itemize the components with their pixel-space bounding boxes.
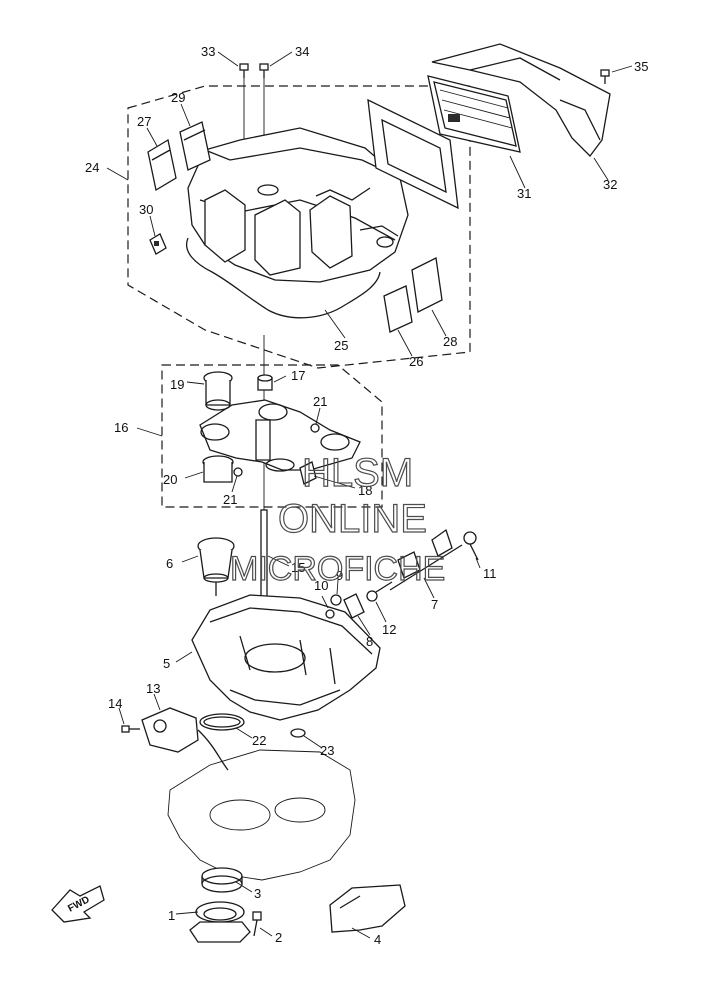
- screw-part-34: [259, 63, 269, 78]
- screw-part-35: [600, 69, 610, 84]
- air-filter-case-part-24: [187, 127, 409, 283]
- callout-13: 13: [146, 681, 160, 696]
- sensor-part-13: [141, 707, 229, 771]
- callout-6: 6: [166, 556, 173, 571]
- bolt-part-11: [463, 531, 479, 561]
- callout-20: 20: [163, 472, 177, 487]
- forward-direction-arrow-icon: FWD: [51, 885, 105, 923]
- intake-joint-part-1: [189, 901, 251, 943]
- plate-part-28: [411, 257, 443, 313]
- funnel-part-20: [202, 455, 234, 483]
- linkage-part-7: [389, 528, 463, 591]
- callout-5: 5: [163, 656, 170, 671]
- callout-labels: 1 2 3 4 5 6 7 8 9 10 11 12 13 14 15 16 1…: [85, 44, 648, 947]
- funnel-part-19: [203, 371, 233, 411]
- airbox-group-outline: [127, 85, 471, 369]
- callout-34: 34: [295, 44, 309, 59]
- gasket-part-25: [186, 237, 381, 319]
- callout-24: 24: [85, 160, 99, 175]
- watermark-line-1: HLSM: [302, 451, 413, 495]
- velocity-stack-part-6: [197, 537, 235, 596]
- throttle-body-part-16: [199, 399, 361, 472]
- callout-23: 23: [320, 743, 334, 758]
- intake-assembly-group-outline: [161, 364, 383, 508]
- watermark-line-3: MICROFICHE: [230, 550, 445, 588]
- plate-part-27: [147, 138, 177, 192]
- plug-part-23: [290, 728, 306, 738]
- nut-part-21-lower: [233, 467, 243, 477]
- callout-17: 17: [291, 368, 305, 383]
- washer-part-9: [330, 594, 342, 606]
- screw-part-14: [121, 725, 140, 733]
- callout-22: 22: [252, 733, 266, 748]
- nut-part-10: [325, 609, 335, 619]
- callout-31: 31: [517, 186, 531, 201]
- callout-14: 14: [108, 696, 122, 711]
- cap-part-17: [257, 374, 273, 391]
- fitting-part-18: [299, 461, 317, 485]
- callout-25: 25: [334, 338, 348, 353]
- engine-reference-outline: [167, 749, 356, 881]
- callout-32: 32: [603, 177, 617, 192]
- callout-18: 18: [358, 483, 372, 498]
- pin-part-12: [366, 581, 393, 602]
- watermark: HLSM ONLINE MICROFICHE: [229, 450, 446, 588]
- bolt-part-2: [252, 911, 262, 937]
- callout-33: 33: [201, 44, 215, 59]
- callout-11: 11: [483, 566, 497, 581]
- callout-3: 3: [254, 886, 261, 901]
- callout-1: 1: [168, 908, 175, 923]
- bracket-part-4: [329, 884, 406, 933]
- callout-8: 8: [366, 634, 373, 649]
- watermark-line-2: ONLINE: [278, 497, 427, 541]
- leader-lines: [106, 51, 633, 939]
- callout-27: 27: [137, 114, 151, 129]
- bracket-part-8: [343, 593, 365, 619]
- callout-26: 26: [409, 354, 423, 369]
- callout-35: 35: [634, 59, 648, 74]
- callout-7: 7: [431, 597, 438, 612]
- callout-2: 2: [275, 930, 282, 945]
- air-filter-element-part-31: [367, 75, 521, 210]
- screw-part-33: [239, 63, 249, 78]
- callout-29: 29: [171, 90, 185, 105]
- callout-21-upper: 21: [313, 394, 327, 409]
- callout-15: 15: [291, 560, 305, 575]
- clamp-part-3: [201, 867, 243, 893]
- callout-12: 12: [382, 622, 396, 637]
- o-ring-part-22: [199, 713, 245, 731]
- nut-part-21-upper: [310, 423, 320, 433]
- cover-part-32: [431, 43, 611, 157]
- callout-28: 28: [443, 334, 457, 349]
- plate-part-26: [383, 285, 413, 333]
- callout-19: 19: [170, 377, 184, 392]
- callout-21-lower: 21: [223, 492, 237, 507]
- plate-part-29: [179, 121, 211, 171]
- callout-30: 30: [139, 202, 153, 217]
- callout-9: 9: [336, 568, 343, 583]
- callout-16: 16: [114, 420, 128, 435]
- clip-part-30: [149, 233, 167, 255]
- callout-4: 4: [374, 932, 381, 947]
- callout-10: 10: [314, 578, 328, 593]
- air-box-lower-part-5: [191, 594, 381, 721]
